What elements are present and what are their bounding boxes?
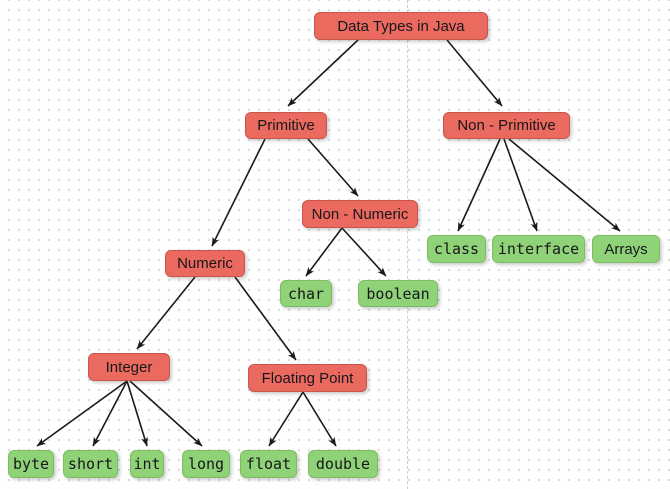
- edge-floating-point-to-double[interactable]: [302, 391, 337, 447]
- edge-integer-to-short[interactable]: [92, 380, 128, 447]
- edge-integer-to-int[interactable]: [126, 380, 148, 447]
- edge-floating-point-to-float[interactable]: [268, 391, 304, 447]
- edge-integer-to-long[interactable]: [129, 380, 203, 447]
- edge-non-numeric-to-boolean[interactable]: [341, 227, 387, 277]
- node-primitive[interactable]: Primitive: [245, 112, 327, 139]
- node-byte[interactable]: byte: [8, 450, 54, 478]
- edge-root-to-primitive[interactable]: [287, 39, 359, 107]
- node-root[interactable]: Data Types in Java: [314, 12, 488, 40]
- node-short[interactable]: short: [63, 450, 118, 478]
- node-long[interactable]: long: [182, 450, 230, 478]
- node-double[interactable]: double: [308, 450, 378, 478]
- edge-non-primitive-to-arrays[interactable]: [508, 138, 621, 232]
- edge-numeric-to-integer[interactable]: [136, 276, 196, 350]
- node-integer[interactable]: Integer: [88, 353, 170, 381]
- page-boundary-guide: [407, 0, 408, 489]
- edge-primitive-to-numeric[interactable]: [211, 138, 266, 247]
- edge-integer-to-byte[interactable]: [36, 380, 128, 447]
- node-interface[interactable]: interface: [492, 235, 585, 263]
- node-char[interactable]: char: [280, 280, 332, 307]
- edge-non-primitive-to-class[interactable]: [457, 138, 501, 232]
- edge-non-numeric-to-char[interactable]: [305, 227, 343, 277]
- node-arrays[interactable]: Arrays: [592, 235, 660, 263]
- edge-numeric-to-floating-point[interactable]: [234, 276, 297, 361]
- node-int[interactable]: int: [130, 450, 164, 478]
- node-non-numeric[interactable]: Non - Numeric: [302, 200, 418, 228]
- node-float[interactable]: float: [240, 450, 297, 478]
- edge-root-to-non-primitive[interactable]: [446, 39, 503, 107]
- node-boolean[interactable]: boolean: [358, 280, 438, 307]
- node-numeric[interactable]: Numeric: [165, 250, 245, 277]
- node-class[interactable]: class: [427, 235, 486, 263]
- node-non-primitive[interactable]: Non - Primitive: [443, 112, 570, 139]
- node-floating-point[interactable]: Floating Point: [248, 364, 367, 392]
- edge-non-primitive-to-interface[interactable]: [503, 138, 538, 232]
- edge-primitive-to-non-numeric[interactable]: [307, 138, 359, 197]
